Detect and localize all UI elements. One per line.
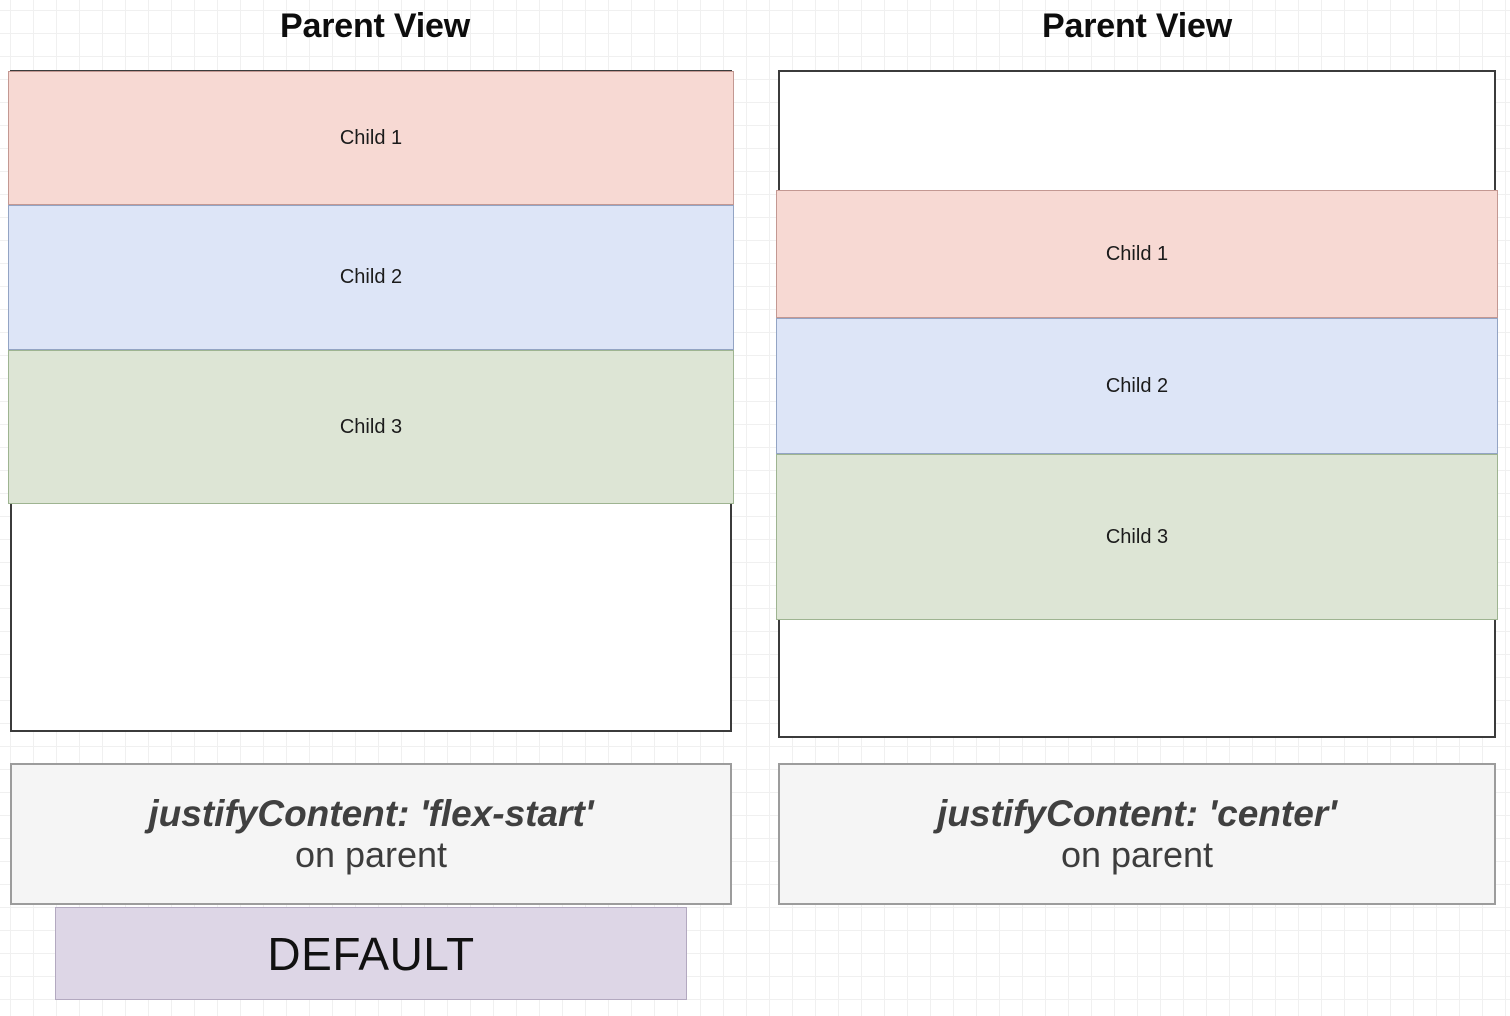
default-badge: DEFAULT: [55, 907, 687, 1000]
child-box-3: Child 3: [776, 454, 1498, 620]
child-label-3: Child 3: [1105, 525, 1169, 548]
panel-title-center: Parent View: [1042, 7, 1232, 45]
caption-box-flex-start: justifyContent: 'flex-start' on parent: [10, 763, 732, 905]
children-stack-center: Child 1 Child 2 Child 3: [776, 190, 1498, 620]
caption-target-center: on parent: [1060, 833, 1214, 875]
child-box-1: Child 1: [776, 190, 1498, 318]
child-box-3: Child 3: [8, 350, 734, 504]
child-label-1: Child 1: [1105, 242, 1169, 265]
child-label-3: Child 3: [339, 415, 403, 438]
child-box-2: Child 2: [8, 205, 734, 350]
default-badge-label: DEFAULT: [267, 927, 475, 980]
children-stack-flex-start: Child 1 Child 2 Child 3: [8, 71, 734, 504]
panel-title-flex-start: Parent View: [280, 7, 470, 45]
caption-box-center: justifyContent: 'center' on parent: [778, 763, 1496, 905]
caption-property-flex-start: justifyContent: 'flex-start': [148, 793, 594, 835]
child-label-2: Child 2: [1105, 374, 1169, 397]
child-box-2: Child 2: [776, 318, 1498, 454]
child-label-1: Child 1: [339, 126, 403, 149]
caption-target-flex-start: on parent: [294, 833, 448, 875]
caption-property-center: justifyContent: 'center': [937, 793, 1337, 835]
child-label-2: Child 2: [339, 266, 403, 288]
child-box-1: Child 1: [8, 71, 734, 205]
